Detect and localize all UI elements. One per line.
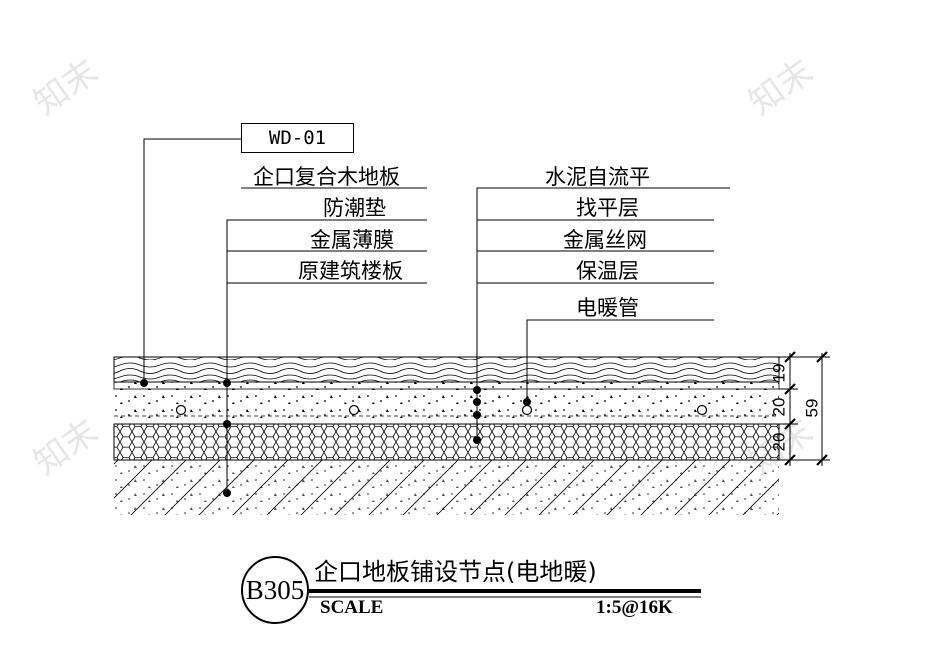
insulation-layer	[113, 423, 780, 461]
label-moisture-pad: 防潮垫	[323, 196, 386, 220]
dim-20-upper: 20	[769, 397, 789, 417]
label-structural-slab: 原建筑楼板	[298, 259, 403, 283]
left-leaders	[143, 138, 427, 493]
dim-19: 19	[769, 363, 789, 383]
label-metal-film: 金属薄膜	[310, 228, 394, 252]
dim-20-lower: 20	[769, 432, 789, 452]
scale-ratio: 1:5@16K	[596, 597, 673, 618]
drawing-title: 企口地板铺设节点(电地暖)	[314, 558, 597, 586]
label-wire-mesh: 金属丝网	[563, 228, 647, 252]
label-leveling-layer: 找平层	[576, 196, 639, 220]
label-insulation: 保温层	[576, 259, 639, 283]
dimension-lines	[779, 351, 830, 466]
label-heating-pipe: 电暖管	[576, 296, 639, 320]
screed-layer	[114, 389, 779, 423]
heating-pipes	[175, 404, 708, 416]
material-tag: WD-01	[241, 123, 354, 153]
dim-59-total: 59	[802, 398, 822, 418]
scale-label: SCALE	[320, 597, 384, 618]
wood-floor-layer	[113, 356, 780, 383]
right-leaders	[476, 187, 730, 440]
drawing-code: B305	[241, 556, 309, 624]
label-self-leveling: 水泥自流平	[545, 165, 650, 189]
label-wood-floor: 企口复合木地板	[253, 165, 400, 189]
moisture-pad-layer	[113, 381, 780, 390]
